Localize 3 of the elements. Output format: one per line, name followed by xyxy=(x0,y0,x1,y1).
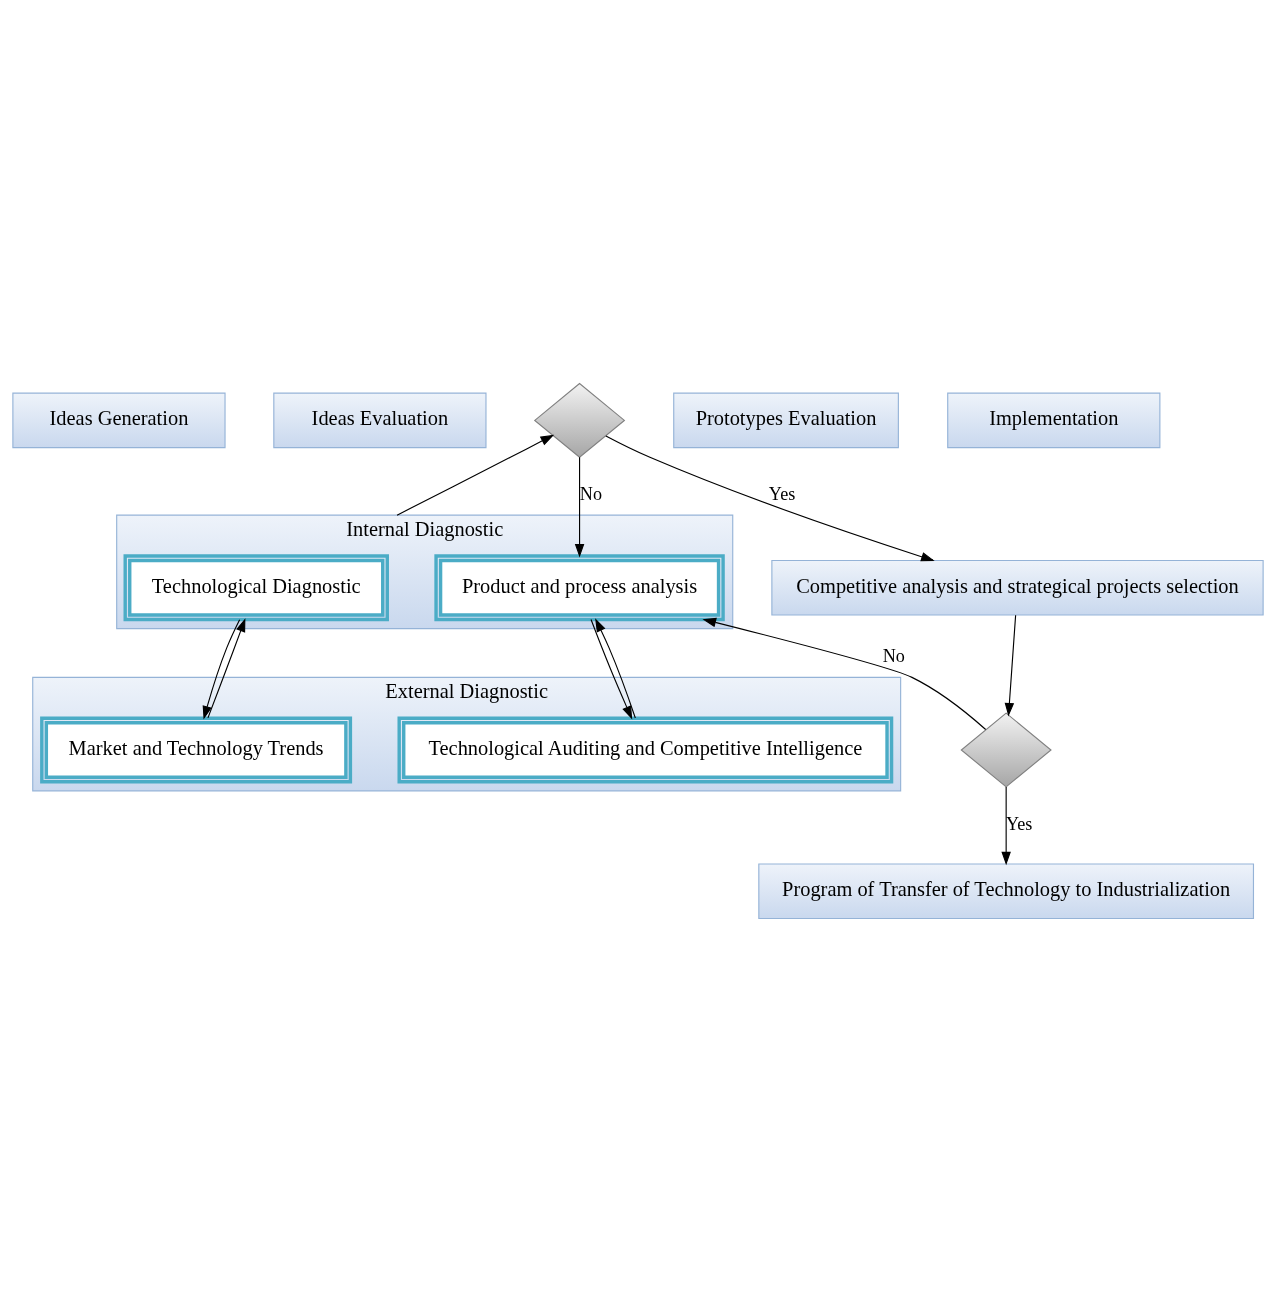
edge-label: No xyxy=(882,645,905,666)
edge-label: Yes xyxy=(768,483,796,504)
edge-label: No xyxy=(579,483,602,504)
